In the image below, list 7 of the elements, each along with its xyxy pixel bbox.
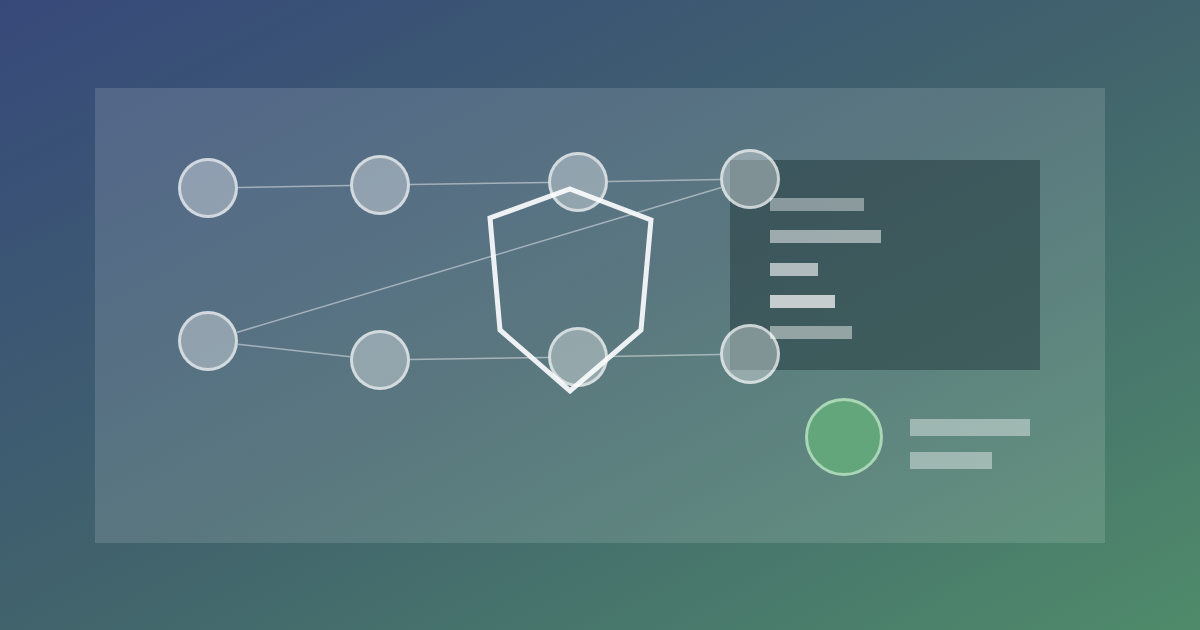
connector-line	[237, 184, 351, 189]
connector-line	[409, 181, 549, 186]
connector-line	[409, 356, 549, 361]
connector-line	[236, 186, 722, 334]
connector-line	[607, 178, 721, 183]
connector-line	[237, 343, 351, 358]
connector-line	[607, 353, 721, 358]
